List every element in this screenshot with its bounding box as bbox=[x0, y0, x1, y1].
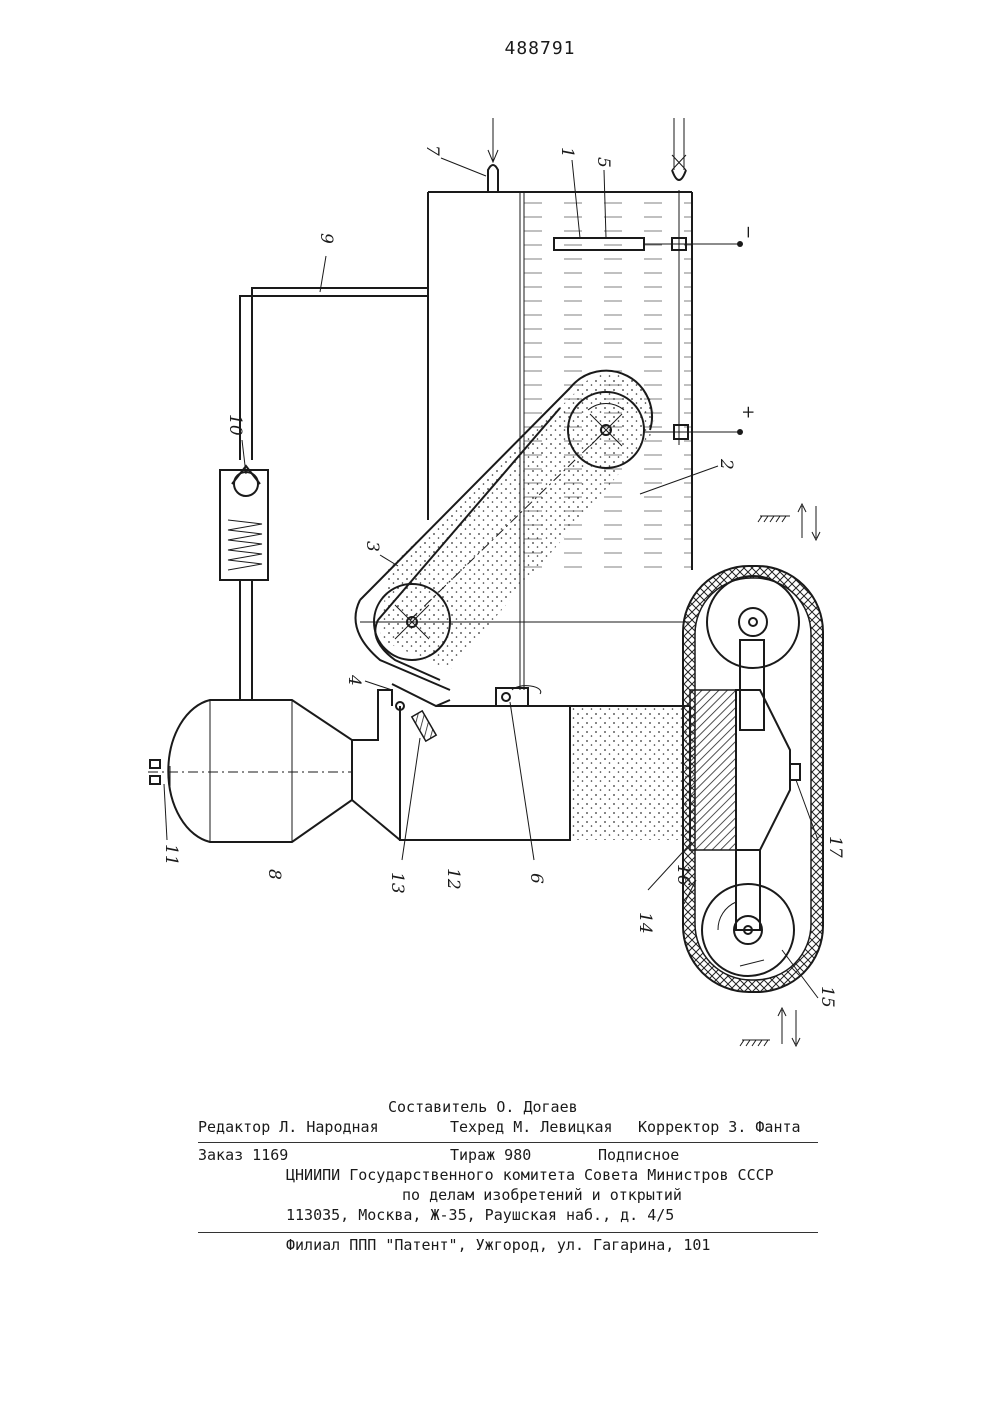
techred-line: Техред М. Левицкая bbox=[450, 1118, 613, 1136]
label-7: 7 bbox=[422, 145, 442, 156]
branch-line: Филиал ППП "Патент", Ужгород, ул. Гагари… bbox=[286, 1236, 710, 1254]
org-line-1: ЦНИИПИ Государственного комитета Совета … bbox=[286, 1166, 774, 1184]
collector-tank bbox=[400, 686, 690, 840]
label-12: 12 bbox=[443, 868, 463, 890]
label-4: 4 bbox=[344, 674, 364, 686]
order-line: Заказ 1169 bbox=[198, 1146, 288, 1164]
compiler-line: Составитель О. Догаев bbox=[388, 1098, 578, 1116]
label-5: 5 bbox=[593, 157, 613, 168]
track-assembly bbox=[683, 566, 823, 992]
label-6: 6 bbox=[526, 873, 546, 884]
address-line: 113035, Москва, Ж-35, Раушская наб., д. … bbox=[286, 1206, 674, 1224]
editor-line: Редактор Л. Народная bbox=[198, 1118, 379, 1136]
label-11: 11 bbox=[161, 844, 181, 866]
receiver-vessel bbox=[148, 690, 400, 842]
polarity-minus: − bbox=[738, 225, 758, 239]
circulation-line: Тираж 980 bbox=[450, 1146, 531, 1164]
subscription-line: Подписное bbox=[598, 1146, 679, 1164]
technical-drawing: 1 2 3 4 5 6 7 8 9 10 11 12 13 14 15 16 1… bbox=[0, 0, 1000, 1080]
label-1: 1 bbox=[557, 147, 577, 158]
divider-top bbox=[198, 1142, 818, 1143]
label-13: 13 bbox=[387, 872, 407, 894]
label-14: 14 bbox=[635, 912, 655, 934]
inlet-pipe bbox=[488, 118, 498, 192]
label-10: 10 bbox=[225, 414, 245, 436]
polarity-plus: + bbox=[738, 405, 758, 419]
divider-bottom bbox=[198, 1232, 818, 1233]
label-9: 9 bbox=[316, 233, 336, 244]
label-8: 8 bbox=[264, 869, 284, 880]
label-16: 16 bbox=[673, 864, 693, 886]
label-15: 15 bbox=[817, 986, 837, 1008]
label-17: 17 bbox=[825, 836, 845, 858]
label-3: 3 bbox=[362, 541, 382, 552]
label-2: 2 bbox=[716, 458, 736, 470]
corrector-line: Корректор З. Фанта bbox=[638, 1118, 801, 1136]
org-line-2: по делам изобретений и открытий bbox=[402, 1186, 682, 1204]
